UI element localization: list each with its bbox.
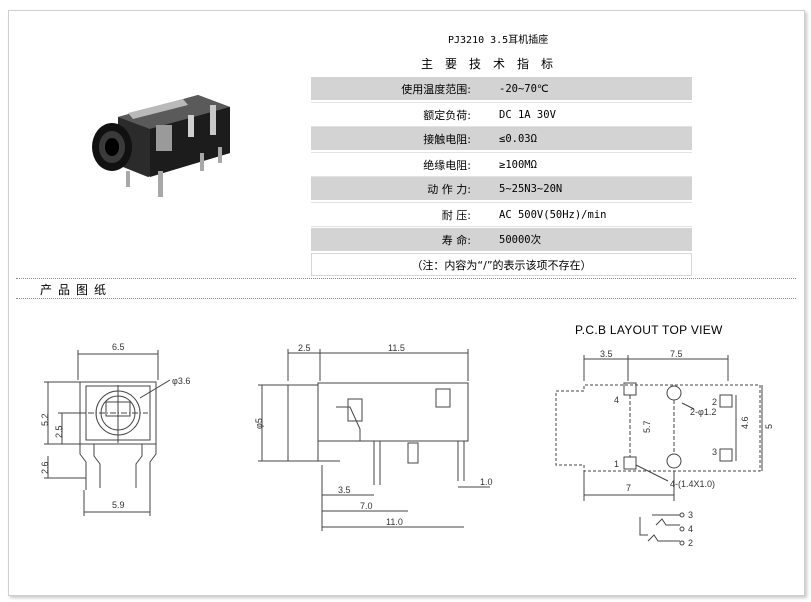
front-view-drawing: 6.5 φ3.6 5.2 2.5 2.6 5.9: [40, 342, 190, 516]
spec-value: AC 500V(50Hz)/min: [499, 208, 607, 221]
spec-value: DC 1A 30V: [499, 108, 556, 121]
dim-front: 2.5: [298, 343, 311, 353]
schematic-pin-label: 3: [688, 510, 693, 520]
dim-hole: φ3.6: [172, 376, 190, 386]
divider: [16, 298, 796, 299]
dim-height: 5.2: [40, 413, 50, 426]
dim-pin1: 3.5: [338, 485, 351, 495]
dim-h1: 5.7: [642, 420, 652, 433]
specs-subtitle: 主要技术指标: [421, 57, 566, 71]
dim-pin-w: 1.0: [480, 477, 493, 487]
spec-value: 5~25N3~20N: [499, 182, 563, 195]
drawing-section-label: 产品图纸: [40, 283, 113, 297]
spec-row-temperature: 使用温度范围: -20~70℃: [311, 77, 692, 100]
spec-row-contact-resistance: 接触电阻: ≤0.03Ω: [311, 127, 692, 150]
spec-row-insulation-resistance: 绝缘电阻: ≥100MΩ: [311, 152, 692, 177]
spec-row-withstand-voltage: 耐 压: AC 500V(50Hz)/min: [311, 202, 692, 227]
dim-total: 11.0: [386, 517, 403, 527]
pcb-layout-title: P.C.B LAYOUT TOP VIEW: [575, 323, 723, 337]
pin-label: 1: [614, 459, 619, 469]
dim-length: 11.5: [388, 343, 405, 353]
pin-label: 4: [614, 395, 619, 405]
schematic-pin-label: 4: [688, 524, 693, 534]
spec-value: ≤0.03Ω: [499, 132, 537, 145]
spec-label: 额定负荷:: [423, 108, 471, 122]
spec-value: ≥100MΩ: [499, 158, 537, 171]
pcb-layout-drawing: 3.5 7.5 2-φ1.2 5.7 4.6 5 4-(1.4X1.0) 7 4…: [555, 349, 774, 548]
spec-label: 使用温度范围:: [401, 82, 471, 96]
spec-row-lifespan: 寿 命: 50000次: [311, 228, 692, 251]
dim-b: 7.5: [670, 349, 683, 359]
dim-width: 6.5: [112, 342, 125, 352]
dim-slot: 4-(1.4X1.0): [670, 479, 715, 489]
spec-label: 寿 命:: [441, 233, 471, 247]
dim-h2: 4.6: [740, 416, 750, 429]
spec-label: 接触电阻:: [423, 132, 471, 146]
side-view-drawing: 2.5 11.5 φ5 3.5 7.0 11.0 1.0: [254, 343, 493, 531]
dim-center: 2.5: [54, 425, 64, 438]
spec-note: （注：内容为“/”的表示该项不存在）: [311, 253, 692, 276]
schematic-pin-label: 2: [688, 538, 693, 548]
dim-dia: φ5: [254, 418, 264, 429]
spec-value: -20~70℃: [499, 82, 549, 95]
spec-label: 动 作 力:: [427, 182, 471, 196]
dim-h3: 5: [764, 424, 774, 429]
dim-base: 5.9: [112, 500, 125, 510]
spec-label: 绝缘电阻:: [423, 158, 471, 172]
pin-label: 2: [712, 397, 717, 407]
dim-w: 7: [626, 483, 631, 493]
dim-leg: 2.6: [40, 461, 50, 474]
spec-row-actuation-force: 动 作 力: 5~25N3~20N: [311, 177, 692, 200]
spec-row-rated-load: 额定负荷: DC 1A 30V: [311, 102, 692, 127]
product-photo: [92, 95, 230, 197]
pin-label: 3: [712, 447, 717, 457]
dim-a: 3.5: [600, 349, 613, 359]
dim-pin2: 7.0: [360, 501, 373, 511]
product-title: PJ3210 3.5耳机插座: [448, 35, 549, 46]
spec-value: 50000次: [499, 234, 542, 246]
dim-holes: 2-φ1.2: [690, 407, 716, 417]
spec-label: 耐 压:: [441, 208, 471, 222]
divider: [16, 278, 796, 279]
